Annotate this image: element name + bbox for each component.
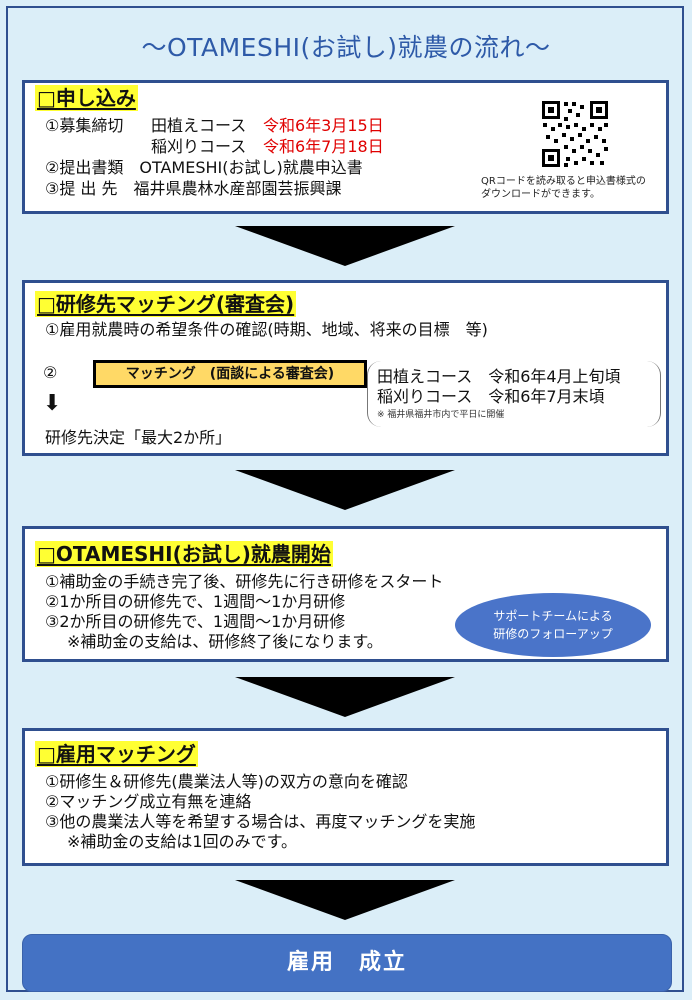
employment-step-2: ②マッチング成立有無を連絡 xyxy=(45,792,252,811)
matching-interview-button: マッチング (面談による審査会) xyxy=(93,360,367,388)
employment-step-1: ①研修生＆研修先(農業法人等)の双方の意向を確認 xyxy=(45,772,408,791)
support-line-1: サポートチームによる xyxy=(493,609,613,623)
trial-start-header: □OTAMESHI(お試し)就農開始 xyxy=(35,541,333,567)
flow-arrow-3 xyxy=(235,677,455,717)
employment-established-banner: 雇用 成立 xyxy=(22,934,672,992)
matching-step-number: ② xyxy=(43,363,58,382)
course2-name: 稲刈りコース xyxy=(151,137,247,156)
employment-step-3: ③他の農業法人等を希望する場合は、再度マッチングを実施 xyxy=(45,812,476,831)
course1-deadline: 令和6年3月15日 xyxy=(263,116,384,135)
trial-start-section: □OTAMESHI(お試し)就農開始 ①補助金の手続き完了後、研修先に行き研修を… xyxy=(22,526,669,662)
matching-section: □研修先マッチング(審査会) ①雇用就農時の希望条件の確認(時期、地域、将来の目… xyxy=(22,280,669,456)
subsidy-note: ※補助金の支給は、研修終了後になります。 xyxy=(67,632,383,651)
schedule-rice-harvest: 稲刈りコース 令和6年7月末頃 xyxy=(377,387,605,406)
employment-matching-section: □雇用マッチング ①研修生＆研修先(農業法人等)の双方の意向を確認 ②マッチング… xyxy=(22,728,669,866)
trial-step-1: ①補助金の手続き完了後、研修先に行き研修をスタート xyxy=(45,572,444,591)
employment-matching-header: □雇用マッチング xyxy=(35,741,198,767)
application-header: □申し込み xyxy=(35,85,138,111)
subsidy-once-note: ※補助金の支給は1回のみです。 xyxy=(67,832,297,851)
schedule-note: ※ 福井県福井市内で平日に開催 xyxy=(377,410,505,420)
destination-line: ③提 出 先 福井県農林水産部園芸振興課 xyxy=(45,179,342,198)
schedule-rice-planting: 田植えコース 令和6年4月上旬頃 xyxy=(377,367,621,386)
application-section: □申し込み ①募集締切 田植えコース 令和6年3月15日 稲刈りコース 令和6年… xyxy=(22,80,669,214)
course2-deadline: 令和6年7月18日 xyxy=(263,137,384,156)
flow-arrow-1 xyxy=(235,226,455,266)
flow-arrow-2 xyxy=(235,470,455,510)
deadline-label: ①募集締切 xyxy=(45,116,124,135)
documents-line: ②提出書類 OTAMESHI(お試し)就農申込書 xyxy=(45,158,363,177)
qr-code-icon[interactable] xyxy=(540,99,610,169)
qr-note-line2: ダウンロードができます。 xyxy=(481,189,600,200)
trial-step-3: ③2か所目の研修先で、1週間～1か月研修 xyxy=(45,612,346,631)
course1-name: 田植えコース xyxy=(151,116,247,135)
qr-note-line1: QRコードを読み取ると申込書様式の xyxy=(481,176,646,187)
trial-step-2: ②1か所目の研修先で、1週間～1か月研修 xyxy=(45,592,346,611)
conditions-line: ①雇用就農時の希望条件の確認(時期、地域、将来の目標 等) xyxy=(45,320,488,339)
decision-line: 研修先決定「最大2か所」 xyxy=(45,428,232,447)
schedule-bracket xyxy=(367,361,661,427)
flow-arrow-4 xyxy=(235,880,455,920)
page-title: ～OTAMESHI(お試し)就農の流れ～ xyxy=(141,33,551,62)
matching-header: □研修先マッチング(審査会) xyxy=(35,291,297,317)
support-team-badge: サポートチームによる 研修のフォローアップ xyxy=(455,593,651,657)
down-arrow-icon: ⬇ xyxy=(43,391,62,416)
support-line-2: 研修のフォローアップ xyxy=(493,627,613,641)
